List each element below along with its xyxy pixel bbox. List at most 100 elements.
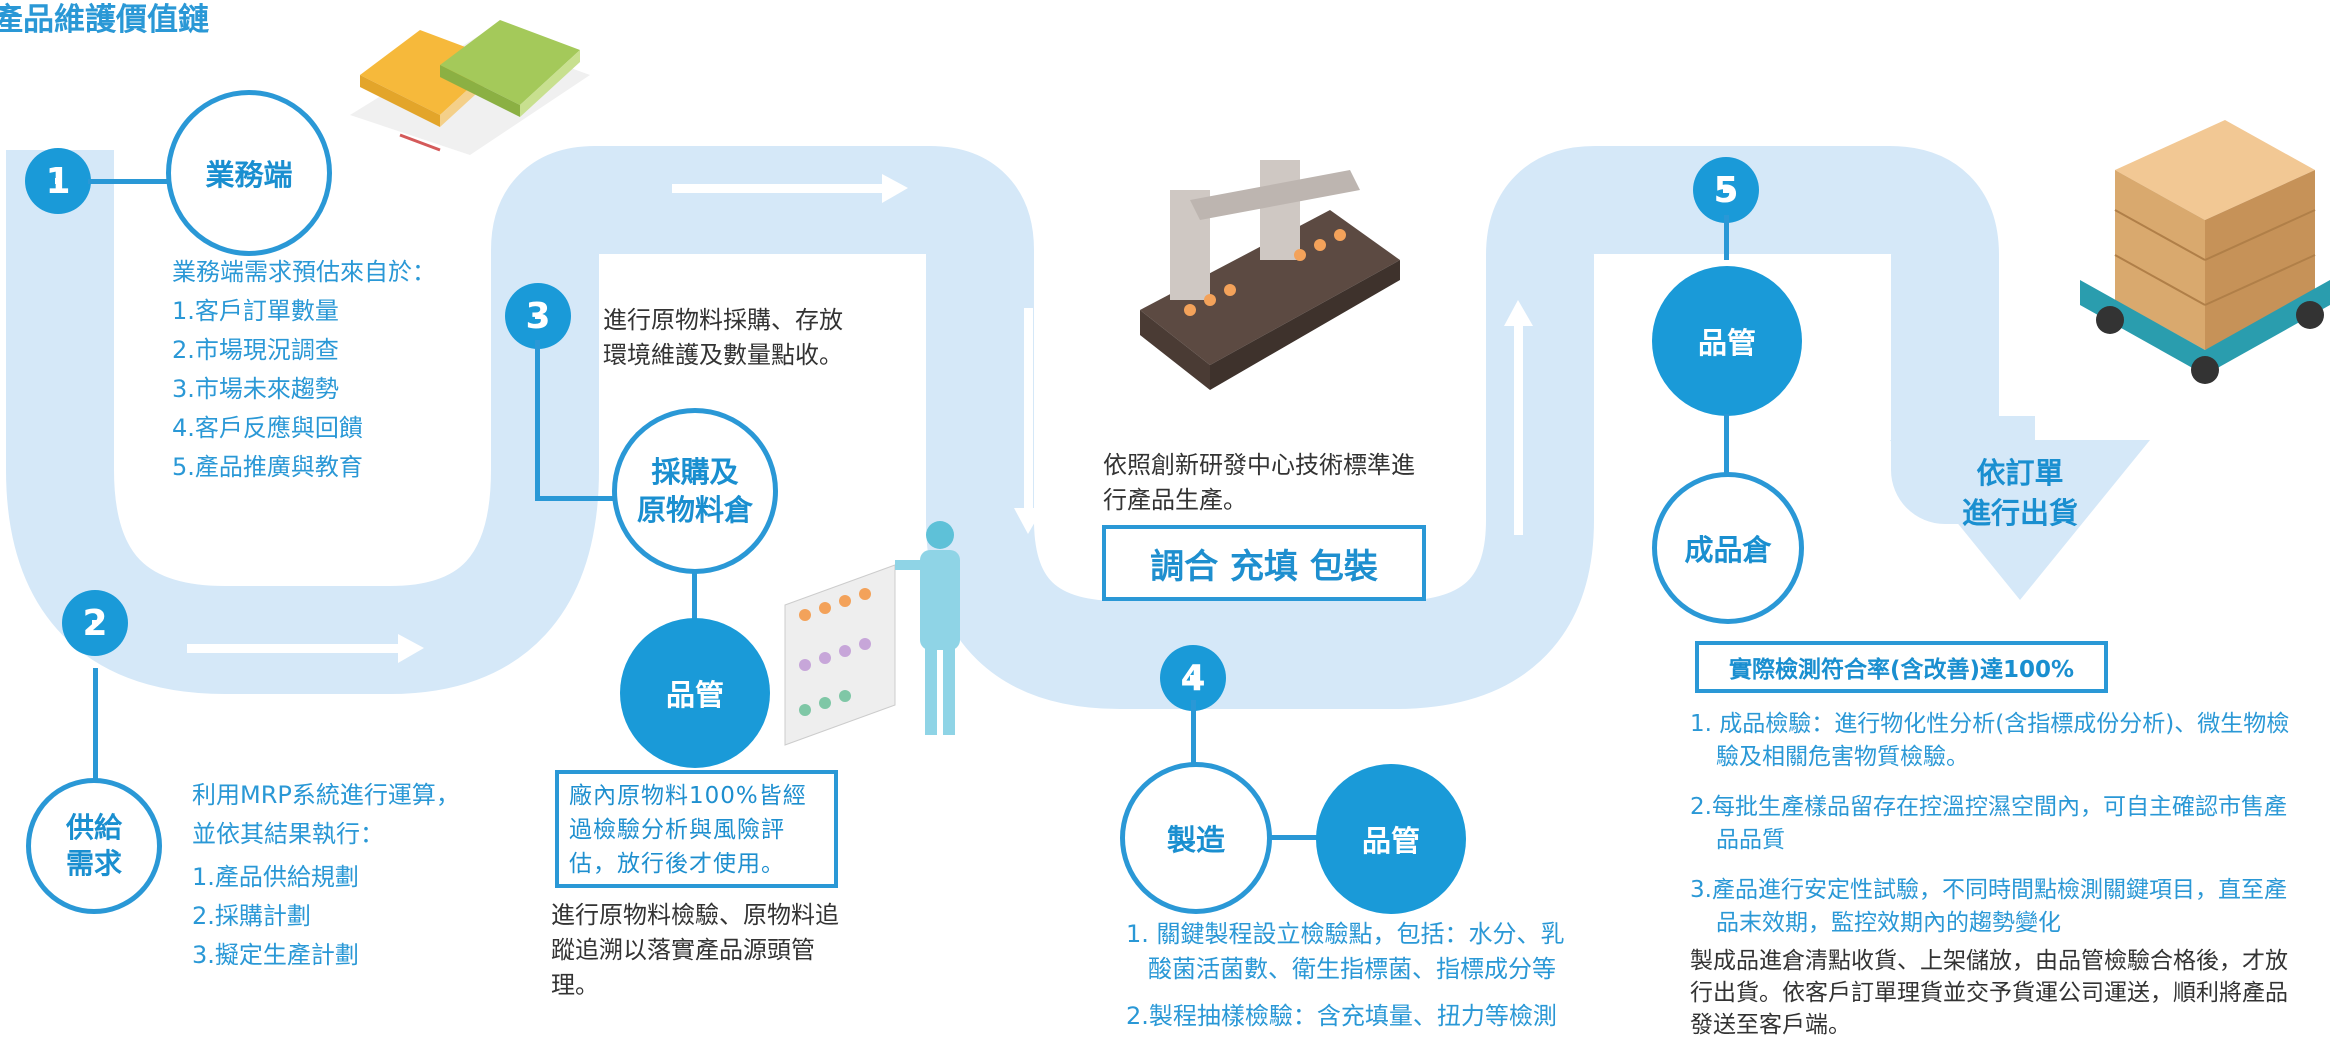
step-3-footer-line: 理。: [551, 971, 599, 999]
path-arrow-down-head: [1014, 508, 1043, 534]
list-item: 5.產品推廣與教育: [172, 453, 363, 481]
step-2-intro-line: 利用MRP系統進行運算，: [192, 781, 460, 809]
path-arrow-bottom: [187, 644, 407, 653]
ship-arrow-label: 依訂單 進行出貨: [1940, 453, 2100, 533]
step-3-box-line: 過檢驗分析與風險評: [569, 817, 785, 843]
step-2-circle: 供給 需求: [26, 778, 162, 914]
step-2-text: 利用MRP系統進行運算， 並依其結果執行： 1.產品供給規劃 2.採購計劃 3.…: [192, 776, 460, 975]
step-4-qc-circle: 品管: [1316, 764, 1466, 914]
step-1-number: 1: [45, 160, 71, 202]
step-3-badge: 3: [505, 283, 571, 349]
list-item-cont: 酸菌活菌數、衛生指標菌、指標成分等: [1148, 955, 1556, 983]
list-item: 3.擬定生產計劃: [192, 941, 359, 969]
step-2-badge: 2: [62, 590, 128, 656]
step-3-box: 廠內原物料100%皆經 過檢驗分析與風險評 估，放行後才使用。: [555, 770, 838, 888]
list-item: 3.市場未來趨勢: [172, 375, 339, 403]
step-5-circle-label: 成品倉: [1684, 533, 1772, 567]
step-3-connector-h: [535, 496, 625, 501]
step-3-footer: 進行原物料檢驗、原物料追 蹤追溯以落實產品源頭管 理。: [551, 898, 839, 1003]
list-item: 1.產品供給規劃: [192, 863, 359, 891]
step-4-qc-connector: [1270, 835, 1318, 840]
step-1-circle-label: 業務端: [205, 158, 293, 192]
step-4-qc-label: 品管: [1361, 824, 1420, 858]
step-3-connector-v: [535, 340, 540, 500]
step-2-circle-label-line: 供給: [65, 811, 122, 844]
step-3-circle-label-line: 採購及: [651, 455, 739, 489]
list-item: 1.客戶訂單數量: [172, 297, 339, 325]
list-item-cont: 驗及相關危害物質檢驗。: [1716, 744, 1969, 770]
step-5-badge: 5: [1693, 157, 1759, 223]
step-5-qc-label: 品管: [1697, 326, 1756, 360]
path-arrow-down: [1024, 308, 1033, 518]
step-3-box-line: 廠內原物料100%皆經: [569, 783, 807, 809]
path-arrow-up: [1514, 325, 1523, 535]
list-item-cont: 品品質: [1716, 827, 1785, 853]
list-item: 2.製程抽樣檢驗：含充填量、扭力等檢測: [1126, 1002, 1557, 1030]
ship-arrow-label-line: 進行出貨: [1961, 496, 2078, 530]
step-1-connector: [88, 179, 172, 184]
production-box: 調合 充填 包裝: [1102, 525, 1426, 601]
step-3-number: 3: [525, 295, 551, 337]
step-5-footer: 製成品進倉清點收貨、上架儲放，由品管檢驗合格後，才放 行出貨。依客戶訂單理貨並交…: [1690, 945, 2288, 1041]
step-5-footer-line: 發送至客戶端。: [1690, 1012, 1851, 1038]
step-5-badge-text: 實際檢測符合率(含改善)達100%: [1728, 657, 2075, 683]
list-item: 2.市場現況調查: [172, 336, 339, 364]
step-1-circle: 業務端: [166, 90, 332, 256]
step-3-box-line: 估，放行後才使用。: [569, 851, 785, 877]
step-1-text: 業務端需求預估來自於： 1.客戶訂單數量 2.市場現況調查 3.市場未來趨勢 4…: [172, 253, 436, 487]
step-3-circle-label-line: 原物料倉: [636, 493, 753, 527]
path-arrow-up-head: [1504, 300, 1533, 326]
list-item: 4.客戶反應與回饋: [172, 414, 363, 442]
step-5-number: 5: [1713, 169, 1739, 211]
step-3-desc: 進行原物料採購、存放 環境維護及數量點收。: [603, 303, 843, 373]
step-2-intro-line: 並依其結果執行：: [192, 820, 384, 848]
path-arrow-top-head: [882, 174, 908, 203]
lab-worker-illustration: [784, 521, 960, 746]
production-desc-line: 行產品生產。: [1103, 486, 1247, 514]
step-5-circle: 成品倉: [1652, 472, 1804, 624]
production-box-label: 調合 充填 包裝: [1150, 546, 1378, 587]
step-4-circle-label: 製造: [1166, 823, 1225, 857]
step-1-list: 1.客戶訂單數量 2.市場現況調查 3.市場未來趨勢 4.客戶反應與回饋 5.產…: [172, 292, 436, 487]
list-item: 2.採購計劃: [192, 902, 311, 930]
ship-arrow-label-line: 依訂單: [1976, 456, 2064, 490]
step-3-footer-line: 蹤追溯以落實產品源頭管: [551, 936, 815, 964]
production-desc: 依照創新研發中心技術標準進 行產品生產。: [1103, 448, 1415, 518]
step-2-connector: [93, 668, 98, 786]
step-5-connector-mid: [1724, 414, 1729, 474]
step-5-list: 1. 成品檢驗：進行物化性分析(含指標成份分析)、微生物檢 驗及相關危害物質檢驗…: [1690, 708, 2289, 940]
path-arrow-bottom-head: [398, 634, 424, 663]
step-4-number: 4: [1180, 657, 1206, 699]
step-3-footer-line: 進行原物料檢驗、原物料追: [551, 901, 839, 929]
list-item: 2.每批生產樣品留存在控溫控濕空間內，可自主確認市售產: [1690, 794, 2287, 820]
step-1-heading: 業務端需求預估來自於：: [172, 258, 436, 286]
step-4-connector: [1191, 700, 1196, 770]
list-item: 1. 成品檢驗：進行物化性分析(含指標成份分析)、微生物檢: [1690, 711, 2290, 737]
production-desc-line: 依照創新研發中心技術標準進: [1103, 451, 1415, 479]
step-3-desc-line: 環境維護及數量點收。: [603, 341, 843, 369]
step-3-qc-label: 品管: [665, 678, 724, 712]
step-3-circle: 採購及 原物料倉: [612, 408, 778, 574]
step-5-footer-line: 行出貨。依客戶訂單理貨並交予貨運公司運送，順利將產品: [1690, 980, 2288, 1006]
pallet-cart-illustration: [2080, 120, 2330, 384]
step-5-footer-line: 製成品進倉清點收貨、上架儲放，由品管檢驗合格後，才放: [1690, 948, 2288, 974]
step-5-connector-top: [1724, 215, 1729, 260]
list-item: 3.產品進行安定性試驗，不同時間點檢測關鍵項目，直至產: [1690, 877, 2287, 903]
step-2-number: 2: [82, 602, 108, 644]
books-illustration: [350, 20, 590, 155]
production-machine-illustration: [1140, 160, 1400, 390]
step-4-list: 1. 關鍵製程設立檢驗點，包括：水分、乳 酸菌活菌數、衛生指標菌、指標成分等 2…: [1126, 917, 1565, 1034]
step-3-qc-circle: 品管: [620, 618, 770, 768]
step-3-qc-connector: [692, 572, 697, 624]
step-2-circle-label-line: 需求: [65, 847, 122, 880]
page-title: 產品維護價值鏈: [0, 2, 209, 38]
step-2-list: 1.產品供給規劃 2.採購計劃 3.擬定生產計劃: [192, 858, 460, 975]
step-5-qc-circle: 品管: [1652, 266, 1802, 416]
step-4-circle: 製造: [1120, 762, 1272, 914]
list-item-cont: 品末效期，監控效期內的趨勢變化: [1716, 910, 2061, 936]
path-arrow-top: [672, 184, 892, 193]
ship-arrow-head: [1890, 440, 2150, 600]
step-1-badge: 1: [25, 148, 91, 214]
step-3-desc-line: 進行原物料採購、存放: [603, 306, 843, 334]
